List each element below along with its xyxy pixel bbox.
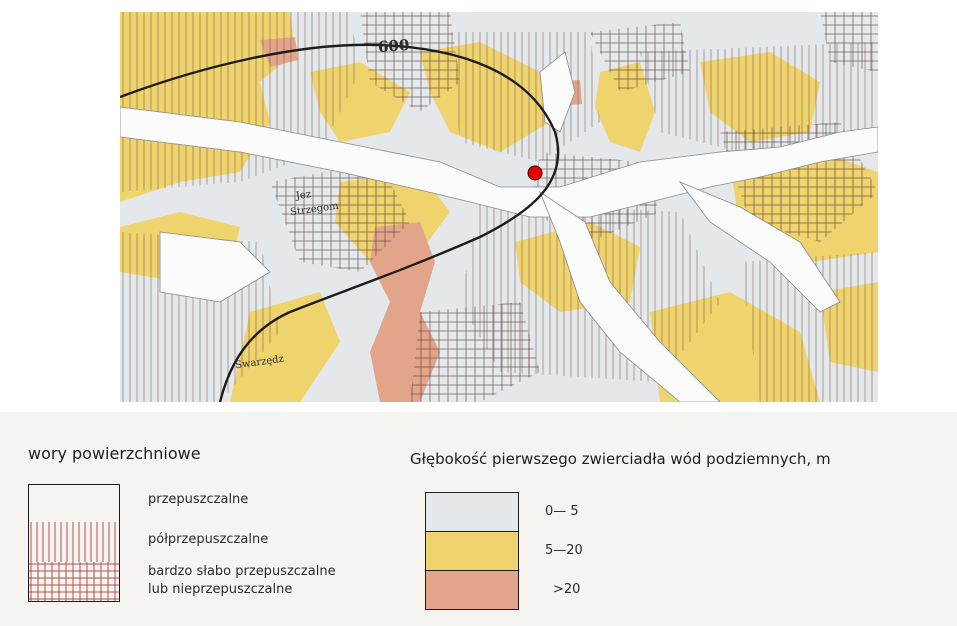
depth-label-0-5: 0— 5: [545, 504, 579, 519]
legend-swatch-permeability: [28, 484, 120, 602]
depth-label-5-20: 5—20: [545, 543, 583, 558]
legend-label-permeable: przepuszczalne: [148, 492, 249, 507]
legend-label-weakly-permeable-2: lub nieprzepuszczalne: [148, 582, 293, 597]
location-marker[interactable]: [527, 165, 543, 181]
depth-label-over-20: >20: [553, 582, 581, 597]
contour-label: 600: [377, 35, 410, 57]
river-valleys: [120, 51, 878, 402]
depth-swatch-5-20: [425, 531, 519, 571]
legend-title-surface-deposits: wory powierzchniowe: [28, 444, 201, 463]
contour-line-600: [120, 43, 560, 402]
weakly-permeable-swatch: [28, 562, 120, 602]
map-canvas: [120, 12, 878, 402]
depth-swatch-0-5: [425, 492, 519, 532]
map-legend: wory powierzchniowe przepuszczalne półpr…: [0, 412, 957, 626]
legend-title-groundwater-depth: Głębokość pierwszego zwierciadła wód pod…: [410, 450, 831, 468]
place-label-jez: Jez: [295, 188, 312, 203]
semi-permeable-swatch: [28, 522, 120, 562]
legend-label-semi-permeable: półprzepuszczalne: [148, 532, 269, 547]
depth-swatch-over-20: [425, 570, 519, 610]
legend-label-weakly-permeable-1: bardzo słabo przepuszczalne: [148, 564, 336, 579]
geological-map: 600 Strzegom Swarzędz Jez: [120, 12, 878, 402]
